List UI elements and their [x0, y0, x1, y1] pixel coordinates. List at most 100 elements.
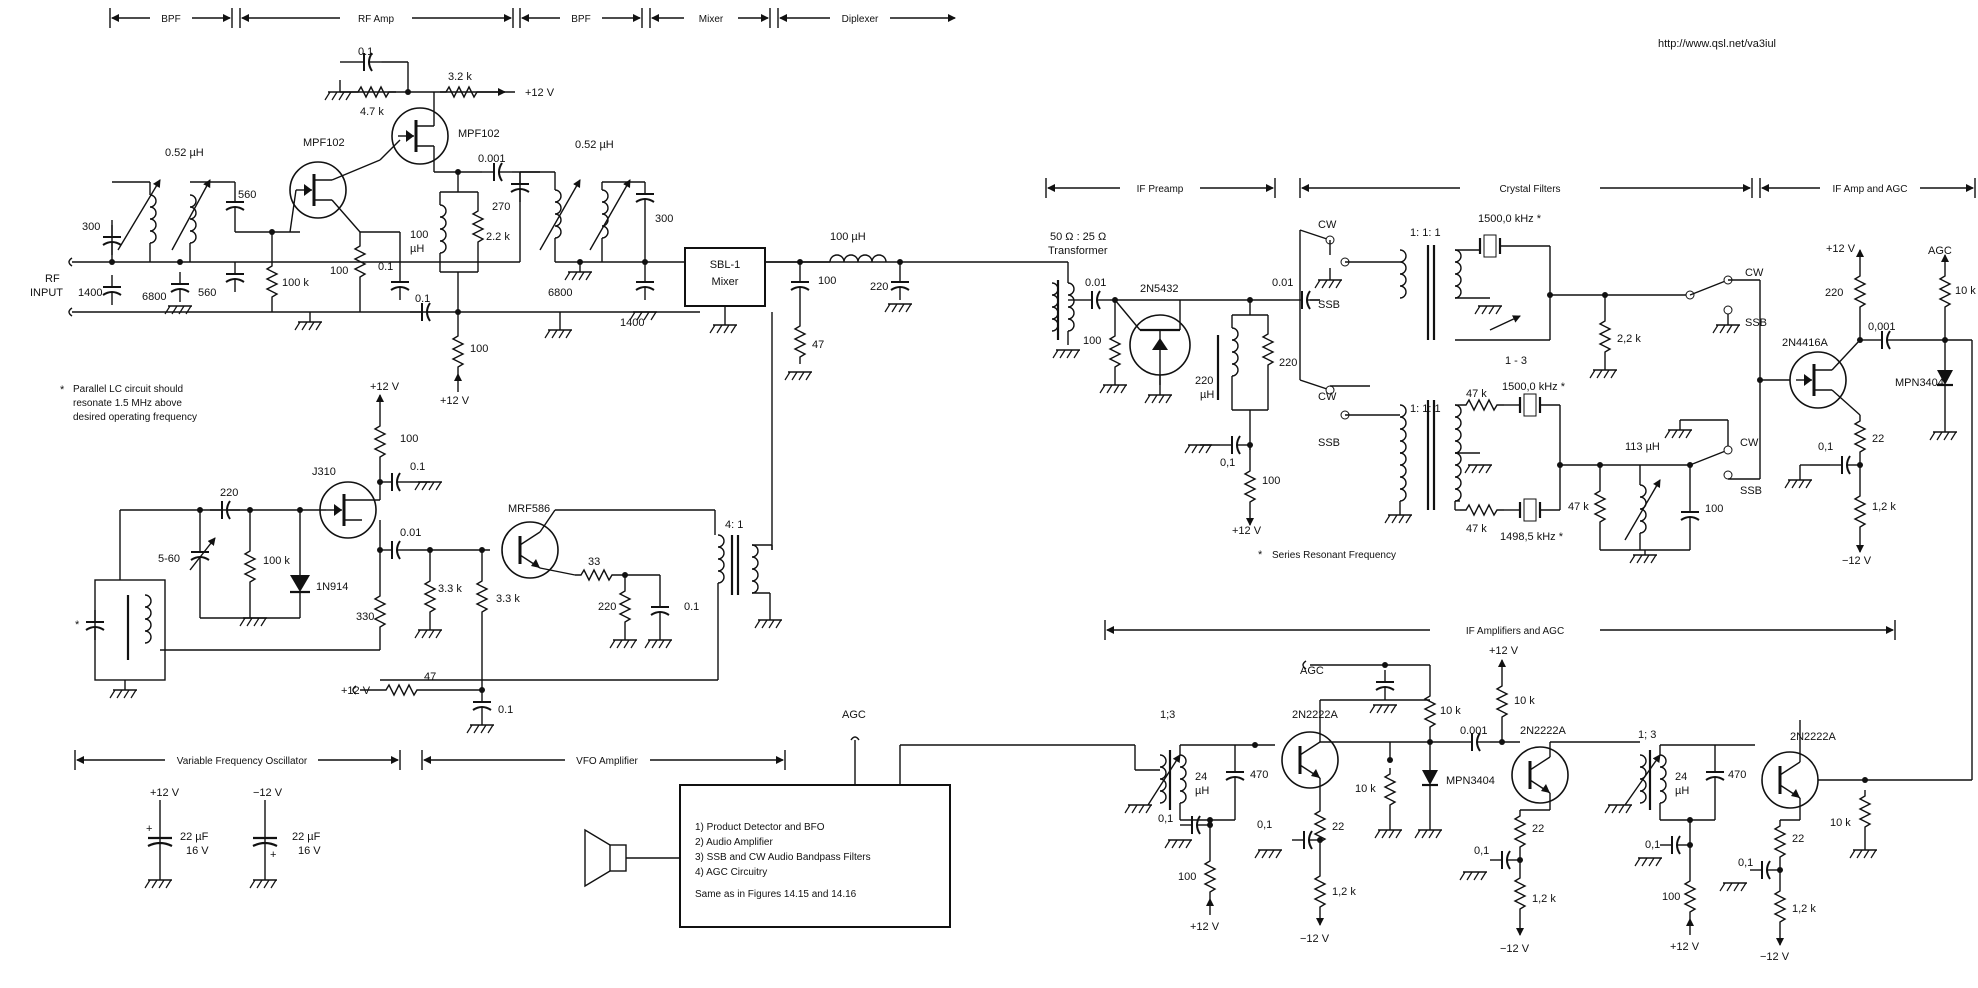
res-10k-ifa3: 10 k [1514, 695, 1535, 707]
inductor-052-a: 0.52 µH [165, 147, 204, 159]
cap-22uf-a-2: 16 V [186, 845, 209, 857]
transformer-111-a: 1: 1: 1 [1410, 227, 1441, 239]
res-33k-b: 3.3 k [496, 593, 520, 605]
v12-ifa: +12 V [1489, 645, 1519, 657]
if-preamp-section [1040, 261, 1321, 526]
plus-sign-b: + [270, 849, 276, 861]
stage-if-amplifiers-agc: IF Amplifiers and AGC [1466, 626, 1564, 637]
cap-01-ifa2: 0,1 [1257, 819, 1272, 831]
rf-input-section [68, 179, 700, 317]
part-2n2222a-b: 2N2222A [1520, 725, 1567, 737]
ind-24uh-a-1: 24 [1195, 771, 1207, 783]
ind-24uh-a-2: µH [1195, 785, 1209, 797]
res-100-if: 100 [1083, 335, 1101, 347]
cap-0001-agc: 0,001 [1868, 321, 1896, 333]
url-label: http://www.qsl.net/va3iul [1658, 38, 1776, 50]
part-mpf102-a: MPF102 [303, 137, 345, 149]
crystal-14985: 1498,5 kHz * [1500, 531, 1564, 543]
ind-113uh: 113 µH [1625, 441, 1660, 453]
transformer-111-b: 1: 1: 1 [1410, 403, 1441, 415]
cap-01-ifc2: 0,1 [1738, 857, 1753, 869]
part-j310: J310 [312, 466, 336, 478]
res-220-if: 220 [1279, 357, 1297, 369]
part-2n5432: 2N5432 [1140, 283, 1179, 295]
v12-cap: +12 V [150, 787, 180, 799]
cap-100-xf: 100 [1705, 503, 1723, 515]
cap-560-b: 560 [198, 287, 216, 299]
v12-vfo: +12 V [370, 381, 400, 393]
stage-diplexer: Diplexer [842, 14, 879, 25]
cap-01-top: 0.1 [358, 46, 373, 58]
crystal-filter-section [1299, 229, 1761, 564]
stage-vfo: Variable Frequency Oscillator [177, 756, 308, 767]
bpf2-section [510, 171, 700, 339]
stage-bar-if [1045, 178, 1976, 198]
note-lc-3: desired operating frequency [73, 412, 197, 423]
rf-amp-section [288, 52, 540, 392]
stage-if-amp-agc: IF Amp and AGC [1832, 184, 1907, 195]
part-2n4416a: 2N4416A [1782, 337, 1829, 349]
res-33: 33 [588, 556, 600, 568]
mixer-label-1: SBL-1 [710, 259, 741, 271]
cap-001-if: 0.01 [1085, 277, 1106, 289]
switch-ssb-3: SSB [1318, 437, 1340, 449]
res-22-agc: 22 [1872, 433, 1884, 445]
stage-rf-amp: RF Amp [358, 14, 395, 25]
res-33k-a: 3.3 k [438, 583, 462, 595]
switch-cw-4: CW [1740, 437, 1759, 449]
vneg12-ifb: −12 V [1500, 943, 1530, 955]
stage-bpf1: BPF [161, 14, 180, 25]
cap-01-rf: 0.1 [378, 261, 393, 273]
switch-ssb-2: SSB [1745, 317, 1767, 329]
res-22-ifc: 22 [1792, 833, 1804, 845]
part-2n2222a-a: 2N2222A [1292, 709, 1339, 721]
switch-ssb-1: SSB [1318, 299, 1340, 311]
cap-300-a: 300 [82, 221, 100, 233]
ind-24uh-b-2: µH [1675, 785, 1689, 797]
ind-100uh-1: 100 [410, 229, 428, 241]
part-mpn3404-a: MPN3404 [1895, 377, 1944, 389]
stage-bar-vfo [74, 750, 786, 770]
stage-vfo-amp: VFO Amplifier [576, 756, 638, 767]
res-47k-b: 47 k [1466, 523, 1487, 535]
rf-input-label-2: INPUT [30, 287, 63, 299]
cap-01-vfo3: 0.1 [498, 704, 513, 716]
res-100-if2: 100 [1262, 475, 1280, 487]
cap-22uf-b-1: 22 µF [292, 831, 321, 843]
res-32k: 3.2 k [448, 71, 472, 83]
res-12k-ifc: 1,2 k [1792, 903, 1816, 915]
cap-1-3: 1 - 3 [1505, 355, 1527, 367]
cap-560-a: 560 [238, 189, 256, 201]
v12-vfo2: +12 V [341, 685, 371, 697]
ind-220uh-1: 220 [1195, 375, 1213, 387]
res-330: 330 [356, 611, 374, 623]
note-star: * [60, 384, 65, 396]
res-22-ifa: 22 [1332, 821, 1344, 833]
cap-220-dip: 220 [870, 281, 888, 293]
v12-ifa-b: +12 V [1190, 921, 1220, 933]
transformer-41: 4: 1 [725, 519, 743, 531]
cap-22uf-b-2: 16 V [298, 845, 321, 857]
crystal-1500-b: 1500,0 kHz * [1502, 381, 1566, 393]
stage-mixer: Mixer [699, 14, 724, 25]
res-47-vfo: 47 [424, 671, 436, 683]
plus-sign-a: + [146, 823, 152, 835]
note-lc-2: resonate 1.5 MHz above [73, 398, 182, 409]
audio-item-3: 3) SSB and CW Audio Bandpass Filters [695, 852, 871, 863]
res-100k-vfo: 100 k [263, 555, 290, 567]
res-10k-ifc: 10 k [1830, 817, 1851, 829]
vneg12-ifc: −12 V [1760, 951, 1790, 963]
ind-100uh-dip: 100 µH [830, 231, 866, 243]
res-22-ifb: 22 [1532, 823, 1544, 835]
note-series: Series Resonant Frequency [1272, 550, 1396, 561]
cap-220-vfo: 220 [220, 487, 238, 499]
res-100-src: 100 [470, 343, 488, 355]
diplexer-section [709, 254, 1040, 550]
v12-rf: +12 V [440, 395, 470, 407]
cap-01-ifb: 0,1 [1474, 845, 1489, 857]
res-10k-ifa: 10 k [1355, 783, 1376, 795]
audio-item-5: Same as in Figures 14.15 and 14.16 [695, 889, 857, 900]
v12-ifc: +12 V [1670, 941, 1700, 953]
cap-01-ifa: 0,1 [1158, 813, 1173, 825]
